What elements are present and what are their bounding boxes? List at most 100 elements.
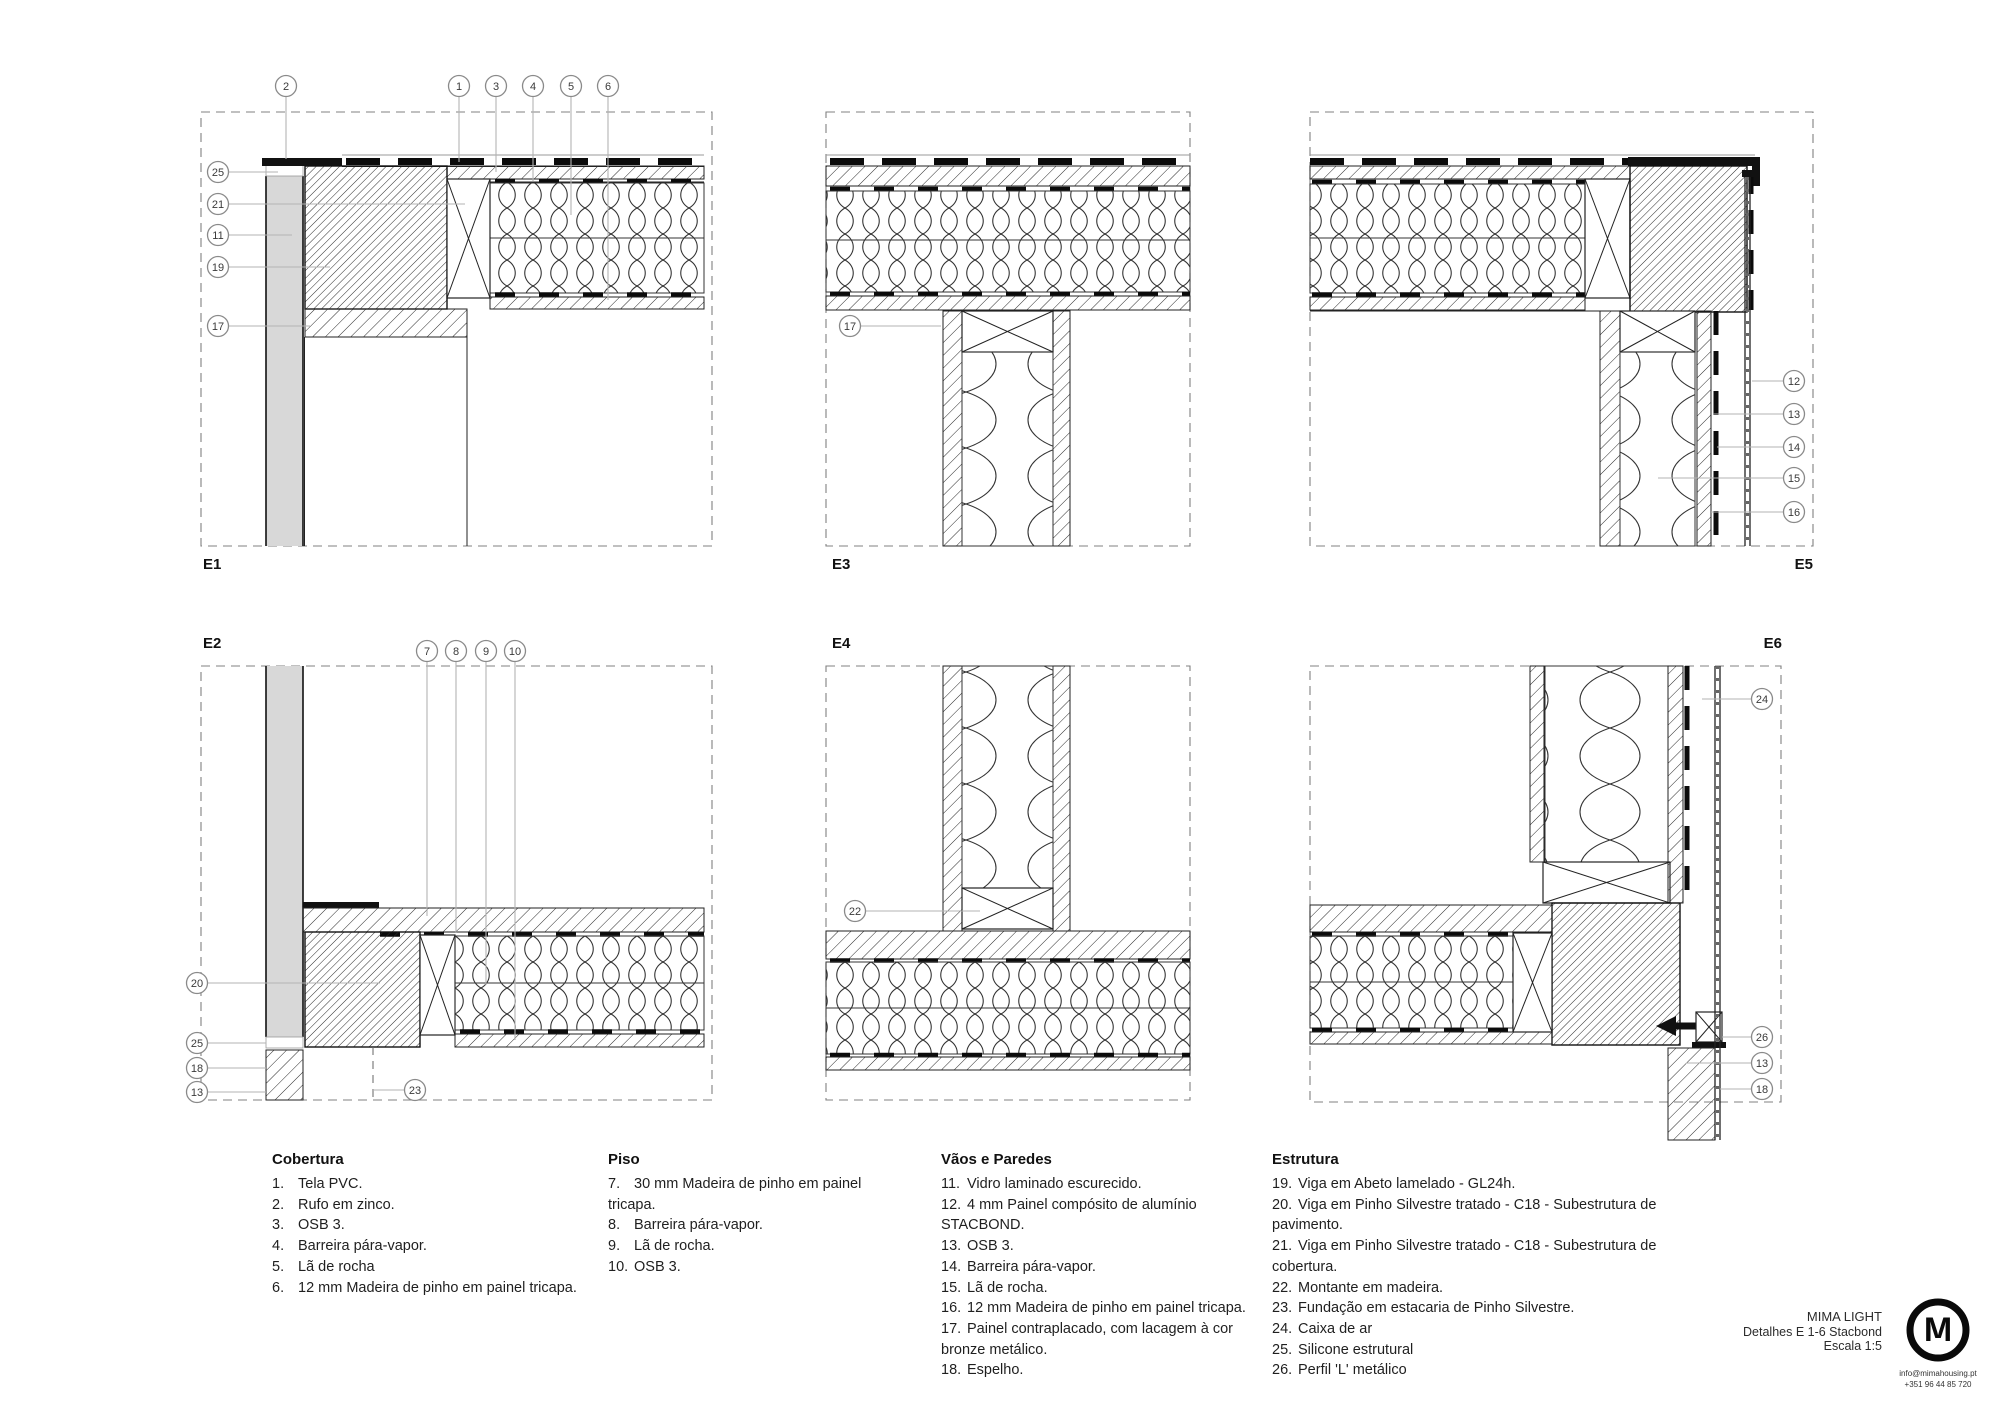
legend-item: 26.Perfil 'L' metálico (1272, 1362, 1407, 1379)
detail-e3 (825, 111, 1191, 547)
callout-number: 22 (849, 906, 861, 918)
detail-e6-border (1309, 665, 1782, 1103)
rockwool-row (1309, 183, 1586, 239)
legend-heading: Estrutura (1272, 1151, 1339, 1168)
callout-bubble-18 (185, 1056, 209, 1080)
osb-layer (1309, 165, 1631, 180)
detail-e5-border (1309, 111, 1814, 547)
callouts-e3: 17 (838, 314, 941, 338)
zinc-flashing (262, 158, 342, 166)
callout-bubble-5 (559, 74, 583, 98)
project-title: MIMA LIGHT (1806, 1309, 1882, 1324)
detail-e1-border (200, 111, 713, 547)
contact-block: info@mimahousing.pt +351 96 44 85 720 (1878, 1368, 1998, 1390)
floor-beam (1551, 902, 1681, 1046)
rockwool-row (454, 935, 705, 984)
contact-phone: +351 96 44 85 720 (1904, 1380, 1972, 1389)
callout-bubble-8 (444, 639, 468, 663)
glass-pane (266, 176, 303, 546)
connector-arrow (1656, 1016, 1676, 1036)
mirror-panel (265, 1049, 304, 1101)
callout-bubble-6 (596, 74, 620, 98)
callout-bubble-4 (521, 74, 545, 98)
callout-bubble-16 (1782, 500, 1806, 524)
callout-number: 1 (456, 81, 462, 93)
callout-number: 18 (191, 1063, 203, 1075)
legend-item: 24.Caixa de ar (1272, 1320, 1373, 1337)
rockwool-row (825, 1007, 1191, 1055)
legend-item: 10.OSB 3. (608, 1258, 681, 1275)
rockwool-row (1309, 981, 1514, 1029)
callout-bubble-24 (1750, 687, 1774, 711)
legend-item: 2.Rufo em zinco. (272, 1196, 395, 1213)
detail-e5 (1309, 111, 1814, 547)
osb-layer (1667, 665, 1684, 904)
rockwool-row (1309, 935, 1514, 983)
legend-item: 25.Silicone estrutural (1272, 1341, 1414, 1358)
legend-item: 14.Barreira pára-vapor. (941, 1258, 1096, 1275)
legend-item: 8.Barreira pára-vapor. (608, 1217, 763, 1234)
legend-item: 15.Lã de rocha. (941, 1279, 1048, 1296)
callout-bubble-10 (503, 639, 527, 663)
callout-number: 15 (1788, 473, 1800, 485)
legend-item: tricapa. (608, 1196, 656, 1213)
callout-bubble-23 (403, 1078, 427, 1102)
floor-beam (304, 931, 421, 1048)
plywood-face (1599, 310, 1621, 547)
legend-heading: Vãos e Paredes (941, 1151, 1052, 1168)
wall-rockwool (961, 665, 1054, 889)
callout-number: 26 (1756, 1032, 1768, 1044)
legend-item: bronze metálico. (941, 1341, 1048, 1358)
callout-number: 11 (212, 230, 223, 242)
plywood-face (942, 665, 963, 932)
detail-e6 (1309, 665, 1782, 1141)
callout-number: 17 (212, 321, 224, 333)
callout-number: 3 (493, 81, 499, 93)
sheet-scale: Escala 1:5 (1823, 1339, 1882, 1353)
legend-item: 4.Barreira pára-vapor. (272, 1238, 427, 1255)
legend-item: 1.Tela PVC. (272, 1176, 363, 1192)
mirror-panel (1667, 1047, 1716, 1141)
callout-number: 12 (1788, 376, 1800, 388)
plywood-face (1052, 665, 1071, 932)
callout-bubble-22 (843, 899, 867, 923)
callout-number: 4 (530, 81, 536, 93)
contact-email: info@mimahousing.pt (1899, 1369, 1977, 1378)
sheet-title: Detalhes E 1-6 Stacbond (1743, 1324, 1882, 1339)
callout-bubble-17 (206, 314, 230, 338)
legend-heading: Cobertura (272, 1151, 344, 1168)
glulam-beam (1629, 165, 1748, 313)
callout-number: 21 (212, 199, 224, 211)
detail-e2 (200, 665, 713, 1101)
callout-number: 20 (191, 978, 203, 990)
osb-layer (825, 1056, 1191, 1071)
callout-bubble-13 (1782, 402, 1806, 426)
zinc-flashing (1628, 157, 1760, 166)
sill-flashing (303, 902, 379, 908)
legend-item: STACBOND. (941, 1217, 1025, 1234)
rockwool-row (825, 961, 1191, 1009)
callout-number: 6 (605, 81, 611, 93)
legend-item: 21.Viga em Pinho Silvestre tratado - C18… (1272, 1238, 1657, 1255)
legend-item: 18.Espelho. (941, 1362, 1024, 1379)
callout-number: 10 (509, 646, 521, 658)
detail-e1 (200, 111, 713, 547)
callout-bubble-9 (474, 639, 498, 663)
plywood-panel (304, 308, 468, 338)
callout-number: 18 (1756, 1084, 1768, 1096)
logo-notch (1931, 1338, 1945, 1347)
legend-item: 20.Viga em Pinho Silvestre tratado - C18… (1272, 1196, 1657, 1213)
legend-item: 13.OSB 3. (941, 1238, 1014, 1255)
pine-floor-boards (1309, 904, 1553, 933)
callout-number: 5 (568, 81, 574, 93)
callout-number: 25 (191, 1038, 203, 1050)
plywood-face (942, 310, 963, 547)
structural-silicone (265, 164, 304, 177)
wall-rockwool (1544, 665, 1669, 863)
callout-number: 2 (283, 81, 289, 93)
